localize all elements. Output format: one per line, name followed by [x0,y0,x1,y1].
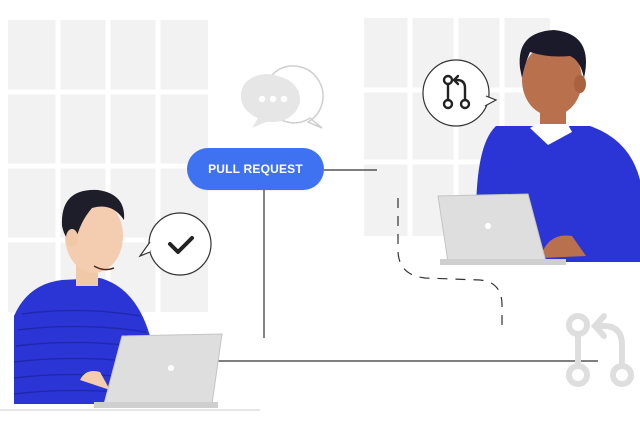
connector-lines [218,169,598,362]
check-icon [168,236,194,254]
large-git-pull-request-icon [566,313,634,387]
right-person [437,30,640,265]
git-bubble [422,59,498,127]
git-pull-request-icon [442,74,471,110]
left-person [13,189,223,408]
check-bubble [138,212,212,276]
chat-bubbles-icon [240,65,324,129]
pull-request-badge: PULL REQUEST [187,148,324,190]
